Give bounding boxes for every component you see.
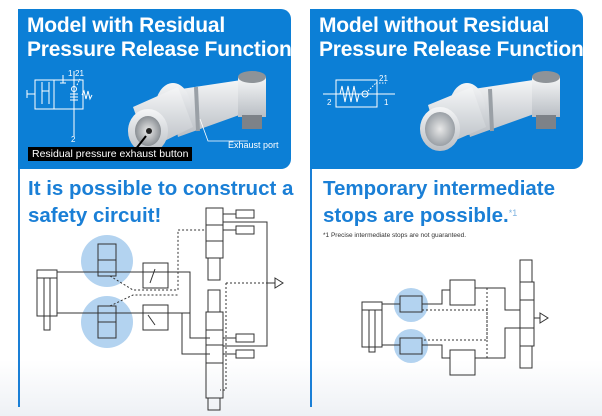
panel-title-line2: Pressure Release Function xyxy=(27,38,292,61)
check-valve-icon xyxy=(399,337,423,355)
check-valve-symbol: 21 2 1 xyxy=(323,74,395,108)
panel-title-line2: Pressure Release Function xyxy=(319,38,584,61)
intermediate-stops-heading: Temporary intermediate stops are possibl… xyxy=(323,175,555,229)
product-image-with-button xyxy=(127,71,266,160)
residual-release-model-panel: Model with Residual Pressure Release Fun… xyxy=(18,9,292,169)
exhaust-button-callout: Residual pressure exhaust button xyxy=(28,147,193,161)
no-residual-release-model-panel: Model without Residual Pressure Release … xyxy=(310,9,584,169)
valve-symbol-with-release: 1 21 2 xyxy=(26,69,93,144)
safety-circuit-heading: It is possible to construct a safety cir… xyxy=(28,175,293,229)
cylinder-icon xyxy=(36,269,58,317)
footnote-mark: *1 xyxy=(508,208,518,218)
highlight-circle xyxy=(81,235,133,287)
port-label-1: 1 xyxy=(384,98,389,107)
speed-controller-icon xyxy=(449,279,476,306)
section-divider-right xyxy=(310,169,312,407)
heading-line1: Temporary intermediate xyxy=(323,177,556,200)
section-divider-left xyxy=(18,169,20,407)
highlight-circle xyxy=(394,288,428,322)
port-label-21: 21 xyxy=(379,74,388,83)
panel-title: Model without Residual Pressure Release … xyxy=(319,14,584,62)
port-label-1: 1 xyxy=(68,69,73,78)
port-label-2: 2 xyxy=(71,135,76,144)
port-label-21: 21 xyxy=(75,69,84,78)
panel-title-line1: Model with Residual xyxy=(27,14,226,37)
heading-line2: stops are possible. xyxy=(323,204,509,227)
speed-controller-icon xyxy=(142,304,169,331)
speed-controller-icon xyxy=(449,349,476,376)
panel-title: Model with Residual Pressure Release Fun… xyxy=(27,14,292,62)
exhaust-port-label: Exhaust port xyxy=(228,140,279,150)
product-image-without-button xyxy=(420,71,560,151)
heading-line2: safety circuit! xyxy=(28,204,162,227)
speed-controller-icon xyxy=(142,262,169,289)
heading-line1: It is possible to construct a xyxy=(28,177,294,200)
cylinder-icon xyxy=(361,301,383,348)
footnote: *1 Precise intermediate stops are not gu… xyxy=(323,232,467,239)
highlight-circle xyxy=(394,329,428,363)
port-label-2: 2 xyxy=(327,98,332,107)
panel-title-line1: Model without Residual xyxy=(319,14,550,37)
